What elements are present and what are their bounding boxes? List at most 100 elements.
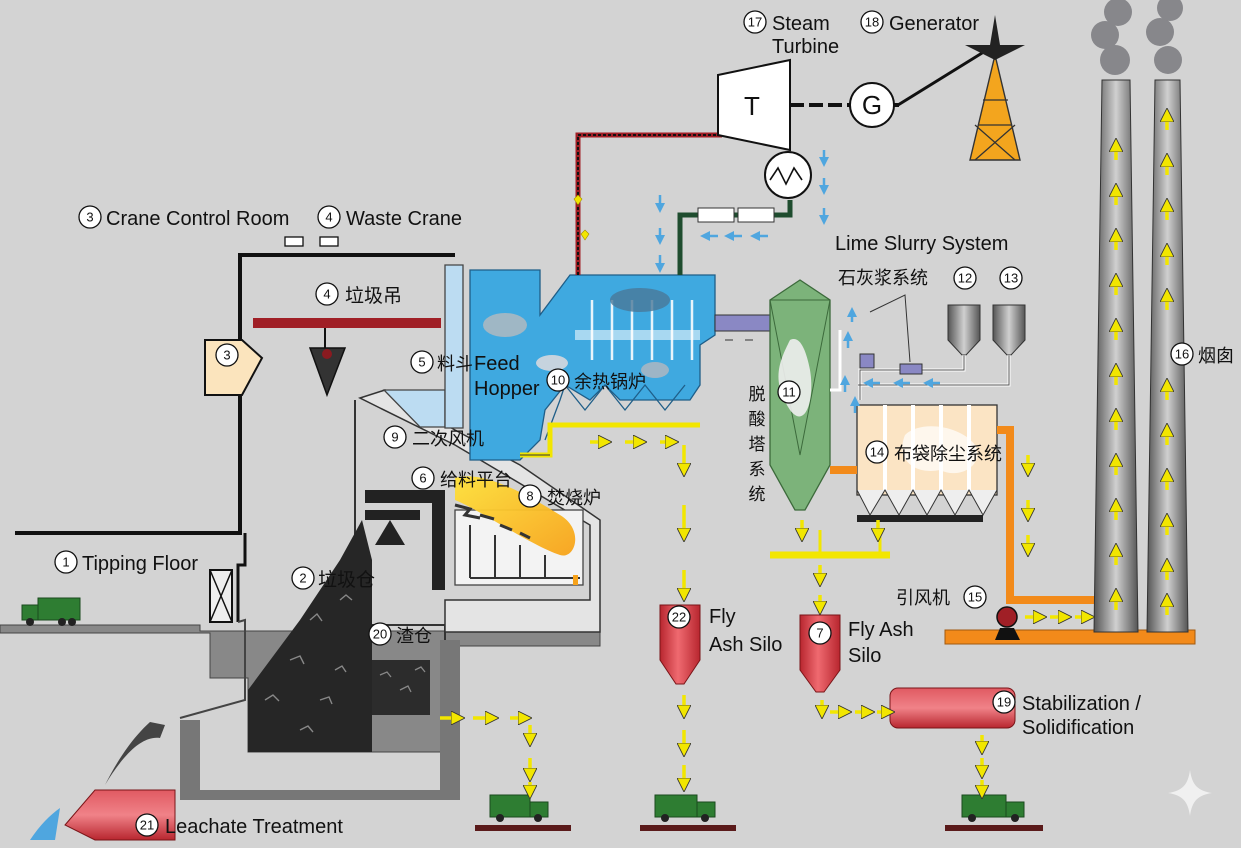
truck-icon	[640, 794, 736, 831]
generator: G	[849, 82, 895, 128]
svg-text:16: 16	[1175, 347, 1189, 362]
svg-text:余热锅炉: 余热锅炉	[574, 372, 646, 392]
label-waste-heat-boiler: 10 余热锅炉	[546, 368, 646, 392]
svg-text:渣仓: 渣仓	[396, 626, 432, 646]
label-secondary-fan: 9 二次风机	[383, 425, 484, 449]
waste-crane-grab	[253, 318, 441, 398]
water-flow-arrows	[655, 150, 940, 413]
smoke-plume	[1091, 0, 1183, 75]
svg-text:给料平台: 给料平台	[440, 470, 512, 490]
svg-text:焚烧炉: 焚烧炉	[547, 488, 601, 508]
svg-text:1: 1	[62, 555, 69, 570]
baghouse	[856, 404, 998, 522]
svg-text:脱: 脱	[749, 385, 766, 404]
svg-text:Turbine: Turbine	[772, 36, 839, 58]
svg-text:Leachate Treatment: Leachate Treatment	[165, 816, 343, 838]
svg-text:垃圾吊: 垃圾吊	[345, 285, 402, 307]
svg-text:2: 2	[299, 571, 306, 586]
incinerator-structure	[358, 389, 601, 633]
svg-text:6: 6	[419, 471, 426, 486]
label-incinerator: 8 焚烧炉	[518, 484, 601, 508]
svg-text:9: 9	[391, 430, 398, 445]
svg-text:4: 4	[325, 210, 332, 225]
label-tipping-floor: 1 Tipping Floor	[54, 550, 198, 575]
svg-text:22: 22	[672, 610, 686, 625]
svg-text:系: 系	[749, 460, 766, 479]
svg-text:Stabilization /: Stabilization /	[1022, 693, 1141, 715]
condenser-icon	[764, 151, 812, 199]
label-stabilization: 19 Stabilization / Solidification	[992, 690, 1141, 739]
svg-text:Solidification: Solidification	[1022, 717, 1134, 739]
svg-text:11: 11	[782, 385, 796, 400]
svg-text:12: 12	[958, 271, 972, 286]
svg-text:Fly: Fly	[709, 606, 736, 628]
svg-text:Waste Crane: Waste Crane	[346, 208, 462, 230]
svg-text:Steam: Steam	[772, 13, 830, 35]
svg-text:20: 20	[373, 627, 387, 642]
svg-text:17: 17	[748, 15, 762, 30]
label-baghouse: 14 布袋除尘系统	[865, 440, 1002, 464]
svg-text:布袋除尘系统: 布袋除尘系统	[894, 444, 1002, 464]
label-waste-bunker: 2 垃圾仓	[291, 566, 375, 591]
svg-text:Lime Slurry System: Lime Slurry System	[835, 233, 1008, 255]
label-fly-ash-silo-22: 22 Fly Ash Silo	[667, 605, 782, 656]
label-leachate: 21 Leachate Treatment	[135, 813, 343, 838]
flue-duct	[714, 314, 771, 341]
svg-text:13: 13	[1004, 271, 1018, 286]
svg-text:Fly Ash: Fly Ash	[848, 619, 914, 641]
svg-text:10: 10	[551, 373, 565, 388]
svg-text:Generator: Generator	[889, 13, 979, 35]
feed-hopper	[382, 264, 464, 429]
chimneys	[1091, 0, 1189, 633]
svg-text:垃圾仓: 垃圾仓	[318, 569, 375, 591]
label-induced-fan: 引风机 15	[896, 585, 987, 609]
svg-text:21: 21	[140, 818, 154, 833]
power-tower-icon	[965, 15, 1025, 161]
sparkle-icon	[573, 194, 590, 241]
label-slag-bunker: 20 渣仓	[368, 622, 432, 646]
svg-text:石灰浆系统: 石灰浆系统	[838, 268, 928, 288]
generator-symbol: G	[862, 90, 882, 120]
svg-text:引风机: 引风机	[896, 588, 950, 608]
waste-pile	[248, 520, 430, 752]
sparkle-icon	[1168, 770, 1212, 816]
svg-text:料斗: 料斗	[437, 354, 473, 374]
flue-gas-pipe	[830, 426, 1196, 645]
truck-icon	[21, 597, 81, 626]
svg-text:塔: 塔	[749, 435, 766, 454]
label-chimney: 16 烟囱	[1170, 342, 1234, 366]
svg-text:Hopper: Hopper	[474, 378, 540, 400]
svg-text:5: 5	[418, 355, 425, 370]
svg-text:19: 19	[997, 695, 1011, 710]
svg-text:8: 8	[526, 489, 533, 504]
label-waste-crane-cn: 4 垃圾吊	[315, 282, 402, 307]
label-feed-platform: 6 给料平台	[411, 466, 512, 490]
lime-silos	[830, 294, 1026, 400]
turbine-symbol: T	[744, 91, 760, 121]
flow-arrows	[440, 115, 1167, 792]
svg-text:4: 4	[323, 287, 330, 302]
truck-icon	[475, 794, 571, 831]
svg-text:Silo: Silo	[848, 645, 881, 667]
label-waste-crane: 4 Waste Crane	[317, 205, 462, 230]
svg-text:酸: 酸	[749, 410, 766, 429]
label-deacid-tower: 11 脱 酸 塔 系 统	[749, 380, 801, 504]
svg-text:烟囱: 烟囱	[1198, 346, 1234, 366]
label-crane-control-room-marker: 3	[215, 343, 239, 367]
svg-text:15: 15	[968, 590, 982, 605]
fly-ash-silo-22	[659, 604, 701, 685]
waste-heat-boiler	[469, 269, 716, 461]
svg-text:Ash Silo: Ash Silo	[709, 634, 782, 656]
label-lime-slurry: Lime Slurry System 石灰浆系统 12 13	[835, 233, 1023, 290]
svg-text:18: 18	[865, 15, 879, 30]
label-crane-control-room: 3 Crane Control Room	[78, 205, 289, 230]
svg-text:统: 统	[749, 485, 766, 504]
roof-vent	[319, 236, 339, 247]
svg-text:二次风机: 二次风机	[412, 429, 484, 449]
svg-text:Feed: Feed	[474, 353, 520, 375]
label-fly-ash-silo-7: 7 Fly Ash Silo	[808, 619, 914, 667]
truck-icon	[945, 794, 1043, 831]
label-steam-turbine: 17 Steam Turbine	[743, 10, 839, 58]
